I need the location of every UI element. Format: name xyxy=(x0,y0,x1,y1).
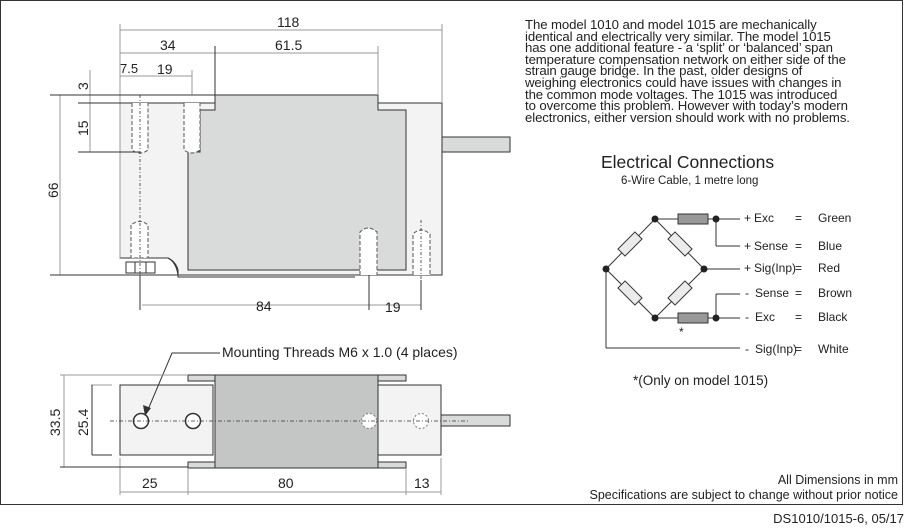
wire-name: Sense xyxy=(755,286,790,300)
callout-arrow-icon xyxy=(143,405,151,416)
wire-name: Sig(Inp) xyxy=(754,261,797,275)
description-line: to overcome this problem. However with t… xyxy=(525,98,848,114)
description-line: The model 1010 and model 1015 are mechan… xyxy=(525,17,817,32)
wire-name: Exc xyxy=(755,310,776,324)
wire-sign: - xyxy=(745,342,749,356)
dim-hole-offset: 7.5 xyxy=(120,61,139,76)
wire-name: Exc xyxy=(754,211,775,225)
wire-name: Sense xyxy=(754,239,789,253)
dim-center-length: 80 xyxy=(278,475,294,491)
drawing-frame xyxy=(0,0,903,505)
spec-disclaimer: Specifications are subject to change wit… xyxy=(589,488,898,502)
electrical-title: Electrical Connections xyxy=(601,152,775,172)
wire-equals: = xyxy=(795,261,803,275)
span-resistor-bottom xyxy=(677,312,709,324)
node-left xyxy=(602,265,610,273)
wire-equals: = xyxy=(795,310,803,324)
dim-height: 66 xyxy=(45,182,61,198)
dim-inner-height: 25.4 xyxy=(75,408,91,436)
node-right xyxy=(700,265,708,273)
document-reference: DS1010/1015-6, 05/17 xyxy=(773,511,904,526)
nut xyxy=(125,261,156,274)
dim-hole-pitch: 19 xyxy=(157,61,173,77)
wire-equals: = xyxy=(795,239,803,253)
wire-name: Sig(Inp) xyxy=(755,342,798,356)
node-top xyxy=(651,215,659,223)
dim-right-length: 13 xyxy=(414,475,430,491)
top-view xyxy=(50,24,511,310)
product-description: The model 1010 and model 1015 are mechan… xyxy=(525,17,905,125)
bridge-resistor-1 xyxy=(617,231,643,257)
description-line: identical and electrically very similar.… xyxy=(525,28,831,44)
node-exc-minus xyxy=(712,314,720,322)
mounting-threads-callout: Mounting Threads M6 x 1.0 (4 places) xyxy=(222,344,458,360)
bridge-schematic xyxy=(602,213,740,349)
description-line: weighing electronics could have issues w… xyxy=(525,74,842,90)
dim-bottom-end-pitch: 19 xyxy=(385,299,401,315)
wire-sign: - xyxy=(745,286,749,300)
span-resistor-top xyxy=(677,213,709,225)
bridge-resistor-2 xyxy=(667,231,693,257)
strain-pocket xyxy=(187,94,407,271)
description-line: strain gauge bridge. In the past, older … xyxy=(525,63,803,79)
wire-equals: = xyxy=(795,211,803,225)
dim-top-offset: 3 xyxy=(75,82,91,90)
thread-hole-3 xyxy=(130,221,149,259)
units-note: All Dimensions in mm xyxy=(777,473,898,487)
dim-outer-height: 33.5 xyxy=(47,408,63,436)
dim-overall-length: 118 xyxy=(277,14,300,30)
dim-step-length: 61.5 xyxy=(275,37,303,53)
bridge-resistor-4 xyxy=(667,280,693,306)
cable xyxy=(441,136,511,153)
wire-equals: = xyxy=(795,342,803,356)
right-beam xyxy=(377,384,442,456)
wire-color: Brown xyxy=(818,286,853,300)
gauge-housing xyxy=(214,374,379,469)
bridge-resistor-3 xyxy=(617,280,643,306)
dim-bottom-pitch: 84 xyxy=(256,298,272,314)
dim-left-length: 25 xyxy=(142,475,158,491)
thread-hole-5 xyxy=(412,229,431,275)
thread-hole-4 xyxy=(359,227,378,275)
description-line: electronics, either version should work … xyxy=(525,109,850,125)
wire-color: Green xyxy=(818,211,852,225)
wire-sign: + xyxy=(744,239,752,253)
model-note: *(Only on model 1015) xyxy=(633,373,769,388)
description-line: temperature compensation network on eith… xyxy=(525,51,846,67)
wire-sign: + xyxy=(744,211,752,225)
wire-color: Black xyxy=(818,310,848,324)
wire-color: White xyxy=(818,342,849,356)
side-view xyxy=(60,352,511,495)
electrical-subtitle: 6-Wire Cable, 1 metre long xyxy=(621,175,759,187)
description-line: the common mode voltages. The 1015 was i… xyxy=(525,86,838,102)
wire-color: Red xyxy=(818,261,841,275)
dim-to-step: 34 xyxy=(160,37,176,53)
dim-hole-depth: 15 xyxy=(75,120,91,136)
node-exc-plus xyxy=(712,215,720,223)
description-line: has one additional feature - a ‘split’ o… xyxy=(525,40,833,56)
thread-hole-2 xyxy=(183,103,201,154)
wire-equals: = xyxy=(795,286,803,300)
node-bottom xyxy=(651,314,659,322)
wire-sign: - xyxy=(745,310,749,324)
side-cable xyxy=(440,414,511,427)
wire-color: Blue xyxy=(818,239,843,253)
resistor-asterisk: * xyxy=(679,325,684,339)
wire-sign: + xyxy=(744,261,752,275)
